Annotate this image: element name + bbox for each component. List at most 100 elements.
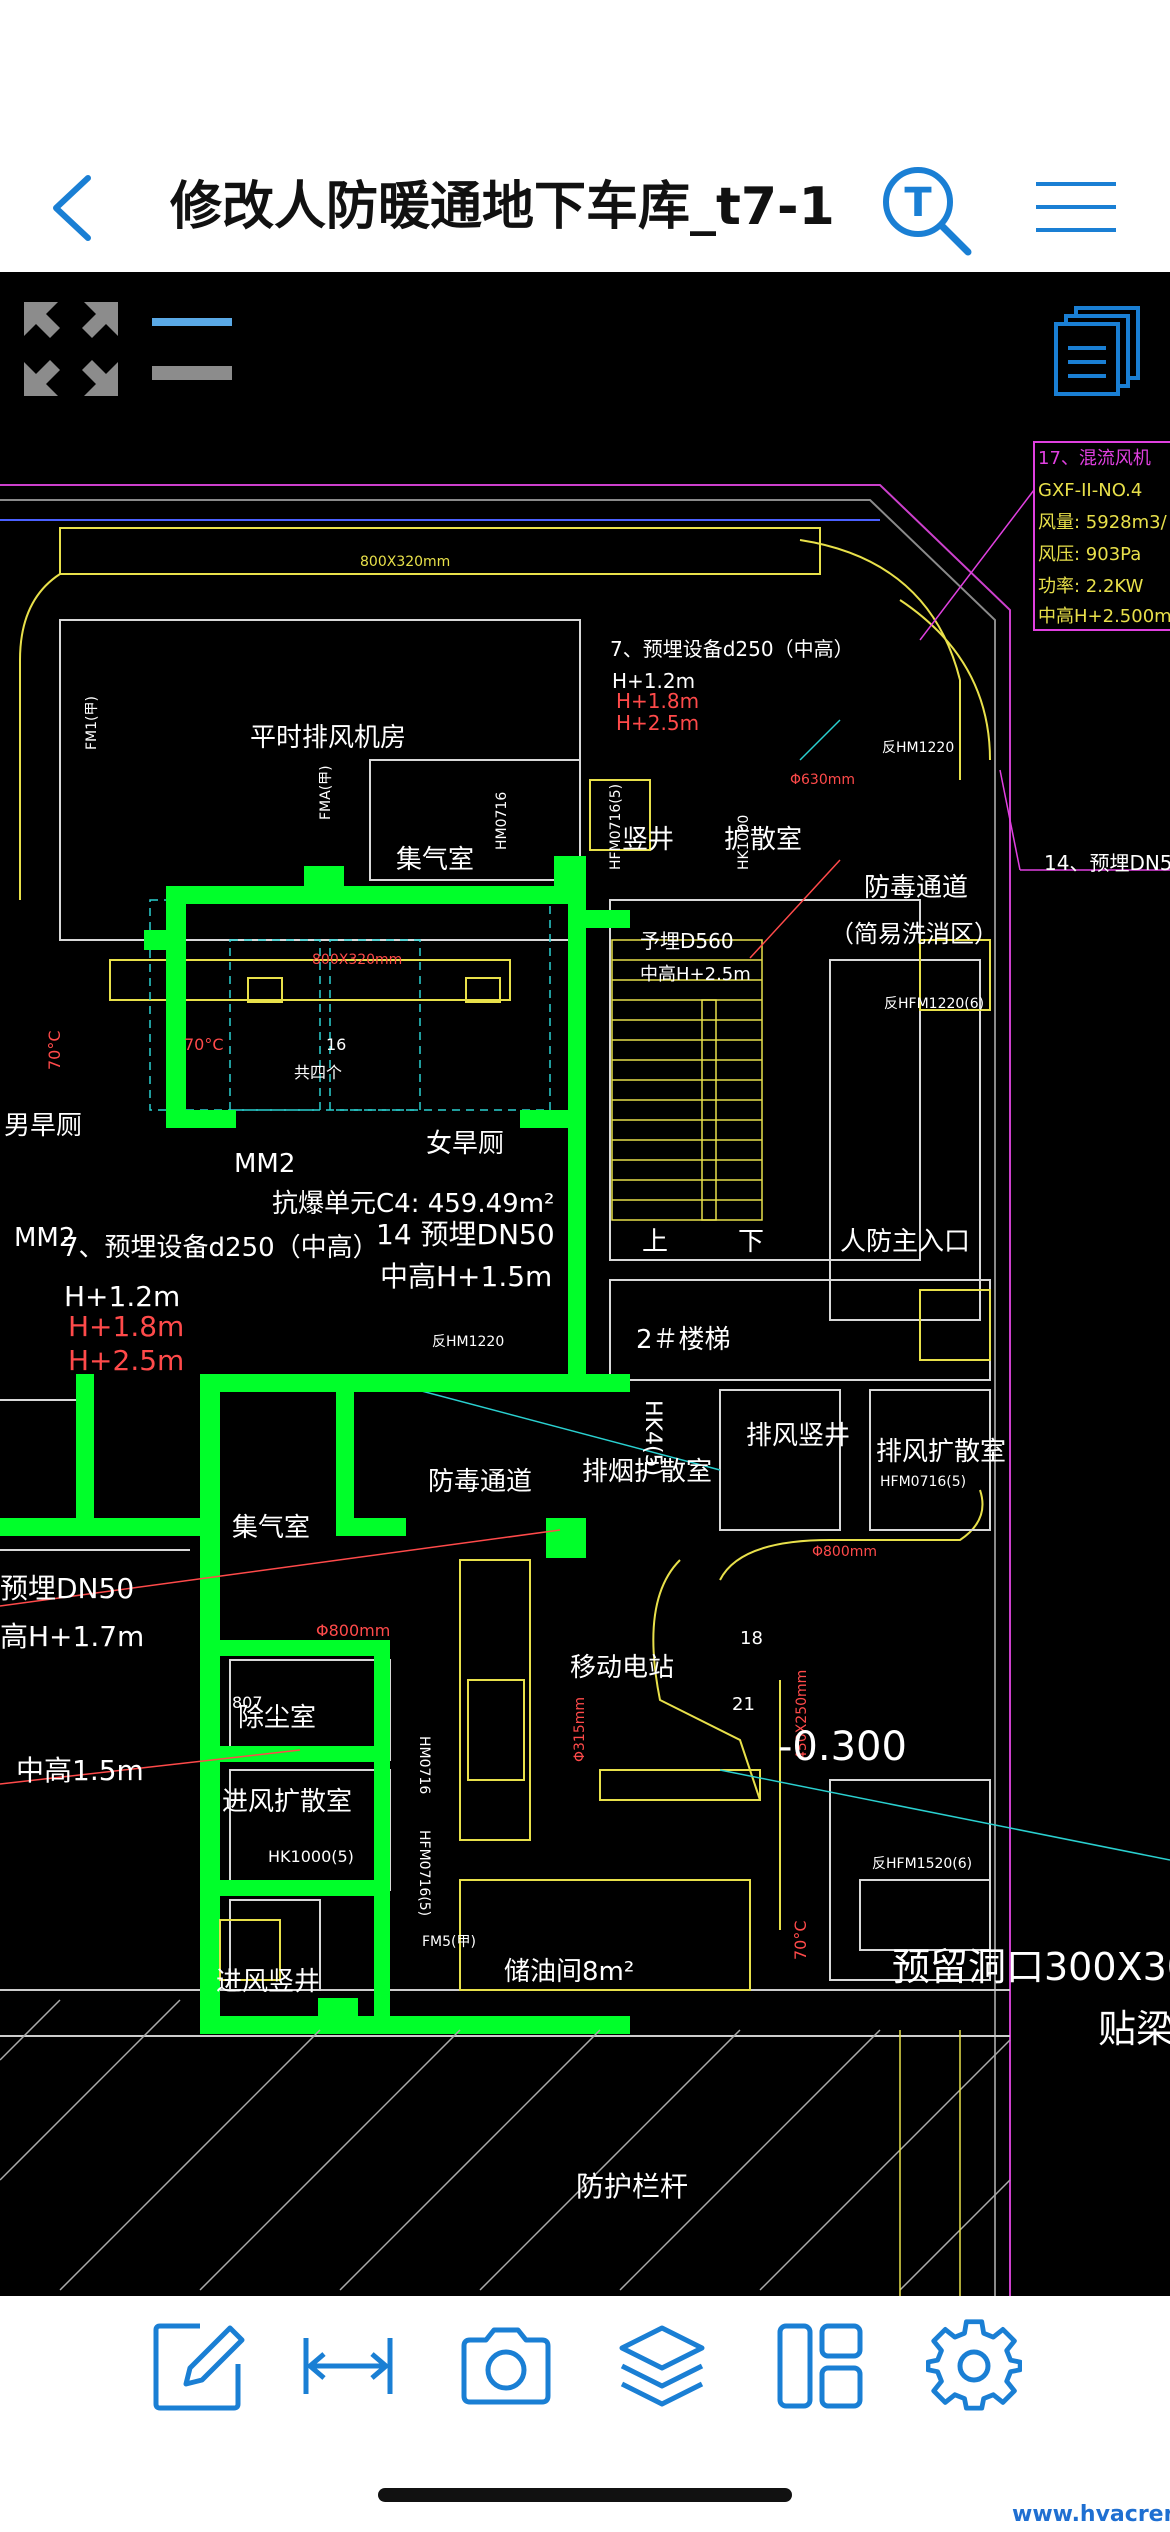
fan-flow: 风量: 5928m3/ [1038,512,1168,533]
d800-left: Φ800mm [316,1621,390,1640]
hm1220-top: 反HM1220 [882,740,954,756]
diffuse-top: 扩散室 [724,825,802,855]
settings-gear-icon[interactable] [926,2318,1022,2414]
mid-h17: 高H+1.7m [0,1620,144,1653]
embed-d250-mid: 7、预埋设备d250（中高） [62,1233,379,1263]
mm2-mid: MM2 [234,1149,295,1179]
drawing-title: 修改人防暖通地下车库_t7-1 [170,177,835,237]
h25-mid: H+2.5m [68,1344,184,1377]
fan-model: GXF-II-NO.4 [1038,480,1142,501]
duct-size-top: 800X320mm [360,554,450,570]
edit-pencil-icon[interactable] [150,2318,246,2414]
fan-title: 17、混流风机 [1038,448,1151,469]
intake-diffuse: 进风扩散室 [222,1787,352,1817]
d800-right: Φ800mm [812,1544,877,1560]
hm1220-mid: 反HM1220 [432,1334,504,1350]
fan-pressure: 风压: 903Pa [1038,544,1141,565]
embed-dn50-left: 预埋DN50 [0,1572,134,1605]
count-four: 共四个 [294,1063,342,1082]
simple-wash: （简易洗消区） [830,920,998,948]
camera-icon[interactable] [458,2318,554,2414]
guardrail: 防护栏杆 [576,2170,688,2203]
layers-stack-icon[interactable] [614,2318,710,2414]
h12-top: H+1.2m [612,669,695,693]
embed-dn50-mid: 14 预埋DN50 [376,1218,555,1251]
measure-distance-icon[interactable] [300,2318,396,2414]
mens-toilet: 男旱厕 [4,1111,82,1141]
dust-room: 除尘室 [238,1703,316,1733]
hfm1520-label: 反HFM1520(6) [872,1856,972,1872]
h25-top: H+2.5m [616,711,699,735]
chevron-left-icon[interactable] [42,168,102,248]
home-indicator [378,2488,792,2502]
h12-mid: H+1.2m [64,1280,180,1313]
duct-size-mid: 800X320mm [312,952,402,968]
num-21: 21 [732,1694,755,1715]
hamburger-menu-icon[interactable] [1034,178,1118,236]
embed-d250-top: 7、预埋设备d250（中高） [610,637,854,661]
stair-2: 2＃楼梯 [636,1325,731,1355]
count-16: 16 [326,1035,346,1054]
embed-dn50-right: 14、预埋DN50 [1044,851,1170,875]
stair-down: 下 [738,1227,764,1257]
nav-header [0,0,1170,272]
exhaust-diffuse: 排烟扩散室 [582,1457,712,1487]
cad-drawing: 800X320mm 17、混流风机 GXF-II-NO.4 风量: 5928m3… [0,441,1170,2296]
h18-top: H+1.8m [616,689,699,713]
embed-d560: 予埋D560 [640,929,734,953]
exhaust-shaft: 排风竖井 [746,1421,850,1451]
fan-height: 中高H+2.500m [1038,606,1170,627]
hk4-label: HK4(5) [640,1400,665,1476]
hfm0716-low: HFM0716(5) [416,1830,432,1916]
seventy-c-left: 70°C [45,1030,64,1070]
seventy-c-low: 70°C [791,1920,810,1960]
gas-room-top: 集气室 [396,845,474,875]
hk-label: HK1000 [736,815,752,870]
num-807: 807 [232,1693,263,1712]
layout-panels-icon[interactable] [772,2318,868,2414]
hfm0716-top: HFM0716(5) [608,784,624,870]
h18-mid: H+1.8m [68,1310,184,1343]
document-stack-icon[interactable] [1054,304,1142,398]
fullscreen-expand-icon[interactable] [22,300,120,398]
womens-toilet: 女旱厕 [426,1129,504,1159]
hm0716-mid: HM0716 [416,1736,432,1794]
shaft-top: 竖井 [622,825,674,855]
decon-passage: 防毒通道 [864,873,968,903]
mm2-left: MM2 [14,1223,75,1253]
hfm0716-mid: HFM0716(5) [880,1474,966,1490]
layer-bars-icon[interactable] [150,312,234,382]
watermark: www.hvacren.cn [1012,2502,1170,2527]
fm1-label: FM1(甲) [84,696,100,750]
mid-h15: 中高H+1.5m [380,1260,552,1293]
mobile-station: 移动电站 [570,1653,674,1683]
text-search-icon[interactable]: T [876,162,976,262]
cad-drawing-canvas[interactable]: 800X320mm 17、混流风机 GXF-II-NO.4 风量: 5928m3… [0,272,1170,2296]
level-label: -0.300 [778,1724,907,1770]
stair-up: 上 [642,1227,668,1257]
exhaust-room-label: 平时排风机房 [250,723,406,753]
mid-15: 中高1.5m [16,1754,144,1787]
gas-room-mid: 集气室 [232,1513,310,1543]
reserved-hole: 预留洞口300X300 [892,1945,1170,1989]
intake-shaft: 进风竖井 [216,1967,320,1997]
exhaust-diffuse-2: 排风扩散室 [876,1437,1006,1467]
hk1000-label: HK1000(5) [268,1847,354,1866]
search-letter: T [904,180,932,226]
seventy-c-mid: 70°C [184,1035,224,1054]
fma-label: FMA(甲) [318,765,334,820]
d315-label: Φ315mm [572,1697,588,1762]
beam-note: 贴梁底 [1098,2007,1170,2051]
mid-h25: 中高H+2.5m [640,964,751,985]
num-18: 18 [740,1628,763,1649]
d630-label: Φ630mm [790,772,855,788]
fm5-label: FM5(甲) [422,1934,476,1950]
hfm1220-label: 反HFM1220(6) [884,996,984,1012]
fan-power: 功率: 2.2KW [1038,576,1144,597]
oil-room: 储油间8m² [504,1957,634,1987]
main-entrance: 人防主入口 [840,1227,970,1257]
hm0716-top: HM0716 [494,792,510,850]
blast-unit: 抗爆单元C4: 459.49m² [272,1189,554,1219]
duct-450-label: 450X250mm [794,1670,810,1760]
decon-passage-2: 防毒通道 [428,1467,532,1497]
